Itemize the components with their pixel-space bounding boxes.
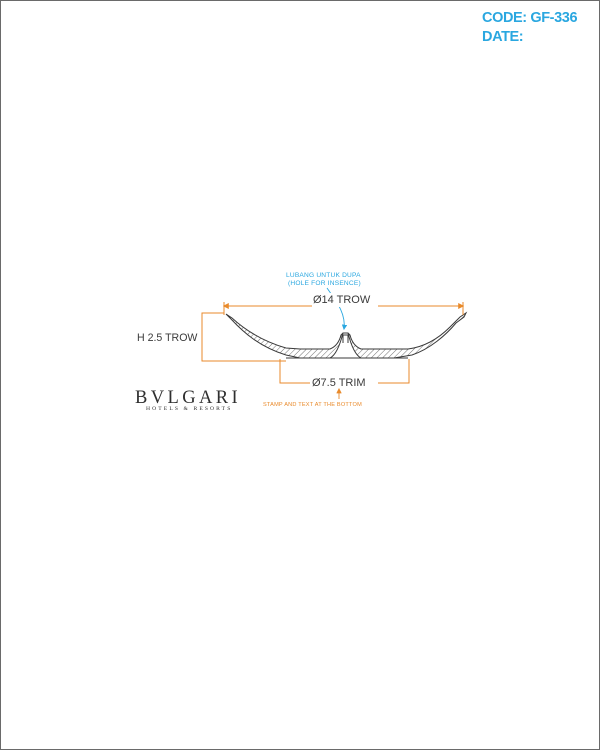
base-diameter-dimension: Ø7.5 TRIM — [279, 359, 410, 389]
date-label: DATE: — [482, 29, 524, 45]
title-block: CODE: GF-336 DATE: — [482, 9, 594, 47]
hole-note-line-1: LUBANG UNTUK DUPA — [286, 272, 361, 279]
top-diameter-dimension: Ø14 TROW — [222, 293, 465, 315]
height-dimension: H 2.5 TROW — [137, 312, 286, 362]
logo-tagline: HOTELS & RESORTS — [146, 406, 232, 412]
bottom-note-label: STAMP AND TEXT AT THE BOTTOM — [263, 402, 362, 408]
product-code-label: CODE: GF-336 — [482, 10, 578, 26]
top-diameter-label-bg — [312, 293, 378, 307]
height-label: H 2.5 TROW — [137, 332, 197, 344]
incense-hole-mark — [341, 334, 350, 343]
height-bracket — [201, 312, 286, 362]
logo-brand: BVLGARI — [135, 388, 241, 408]
bvlgari-logo: BVLGARI HOTELS & RESORTS — [135, 388, 241, 412]
hole-note-line-2: (HOLE FOR INSENCE) — [288, 280, 361, 287]
incense-dish-cross-section: LUBANG UNTUK DUPA (HOLE FOR INSENCE) Ø14… — [135, 272, 468, 412]
dish-body — [225, 311, 468, 359]
top-diameter-label: Ø14 TROW — [313, 294, 371, 306]
technical-drawing-panel: LUBANG UNTUK DUPA (HOLE FOR INSENCE) Ø14… — [132, 263, 490, 419]
base-diameter-label-bg — [310, 375, 378, 389]
base-diameter-label: Ø7.5 TRIM — [312, 377, 366, 389]
bottom-note-annotation: STAMP AND TEXT AT THE BOTTOM — [263, 387, 362, 408]
